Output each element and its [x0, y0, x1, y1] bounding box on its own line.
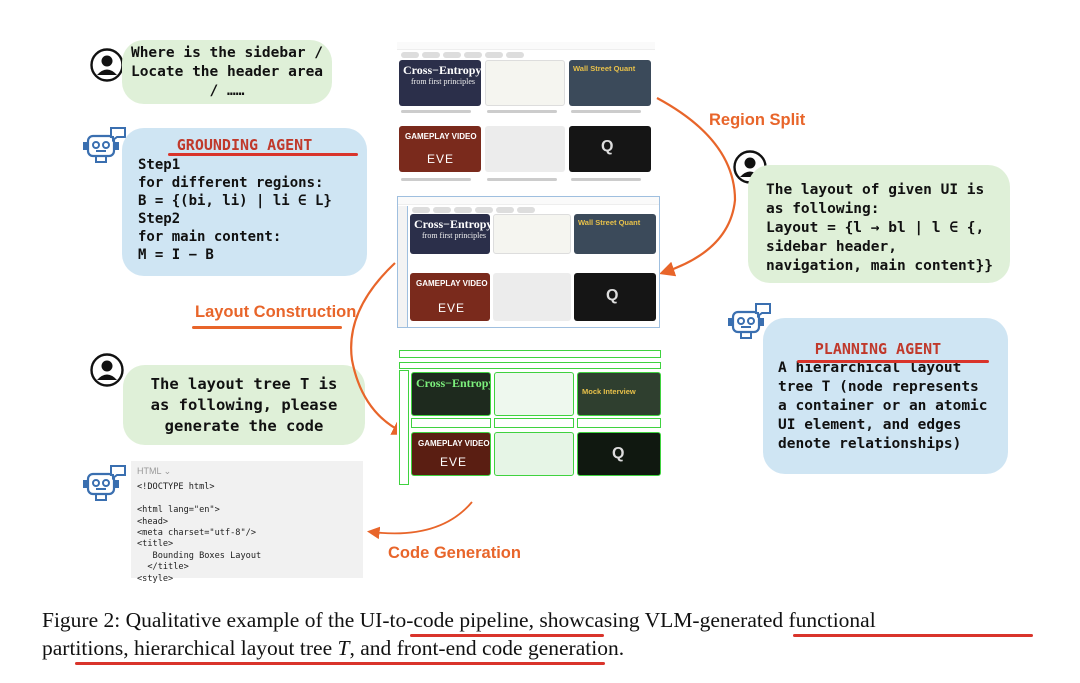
robot-icon	[83, 127, 126, 163]
thumbnail-gameplay: GAMEPLAY VIDEO EVE	[410, 273, 490, 321]
caption-text: partitions, hierarchical layout tree	[42, 636, 338, 660]
caption-text: , showcasing	[528, 608, 645, 632]
query-line: as following, please	[150, 395, 338, 414]
agent-line: M = I − B	[138, 247, 214, 263]
caption-text: Figure 2: Qualitative example of the	[42, 608, 360, 632]
thumbnail-q-chip: Q	[569, 126, 651, 172]
figure-caption: Figure 2: Qualitative example of the UI-…	[42, 606, 1052, 662]
agent-line: Step1	[138, 157, 181, 173]
title-underline	[168, 153, 358, 156]
caption-underline	[410, 634, 604, 637]
caption-text: , and front-end code	[349, 636, 523, 660]
thumbnail-q-chip: Q	[577, 432, 661, 476]
agent-line: denote relationships)	[778, 436, 962, 452]
agent-line: for main content:	[138, 229, 282, 245]
planning-agent-title: PLANNING AGENT	[814, 340, 942, 358]
caption-underline	[75, 662, 605, 665]
code-generation-label: Code Generation	[388, 544, 521, 562]
reply-line: Layout = {l → bl | l ∈ {,	[766, 220, 985, 236]
thumbnail-cross-entropy: Cross−Entropy from first principles	[399, 60, 481, 106]
caption-text: T	[337, 636, 350, 660]
agent-line: tree T (node represents	[778, 379, 979, 395]
grounding-agent-title: GROUNDING AGENT	[176, 136, 313, 154]
agent-line: a container or an atomic	[778, 398, 988, 414]
planning-agent-bubble: PLANNING AGENT A hierarchical layout tre…	[763, 318, 1008, 474]
thumbnail-whiteboard	[493, 273, 571, 321]
user-icon	[90, 353, 124, 387]
code-line: <title>	[137, 539, 174, 550]
code-line	[137, 494, 363, 505]
thumbnail-math	[485, 60, 565, 106]
reply-line: as following:	[766, 201, 880, 217]
layout-construction-label: Layout Construction	[195, 303, 357, 321]
title-underline	[797, 360, 989, 363]
code-line: <!DOCTYPE html>	[137, 482, 215, 493]
caption-text: generation.	[522, 636, 625, 660]
ui-screenshot-original: Cross−Entropy from first principles Wall…	[397, 42, 655, 196]
user-query-bubble: Where is the sidebar / Locate the header…	[122, 40, 332, 104]
thumbnail-cross-entropy: Cross−Entropy	[411, 372, 491, 416]
query-line: Locate the header area	[130, 63, 324, 80]
user-query-bubble: The layout tree T is as following, pleas…	[123, 365, 365, 445]
code-line: <meta charset="utf-8"/>	[137, 528, 256, 539]
thumbnail-math	[493, 214, 571, 254]
robot-icon	[83, 465, 126, 501]
agent-line: for different regions:	[138, 175, 324, 191]
code-line: Bounding Boxes Layout	[137, 550, 262, 561]
thumbnail-whiteboard	[494, 432, 574, 476]
reply-line: navigation, main content}}	[766, 258, 993, 274]
caption-underline	[793, 634, 1033, 637]
thumbnail-wall-street: Wall Street Quant	[574, 214, 656, 254]
thumbnail-gameplay: GAMEPLAY VIDEO EVE	[411, 432, 491, 476]
query-line: / ……	[209, 82, 245, 99]
agent-line: UI element, and edges	[778, 417, 962, 433]
agent-line: B = {(bi, li) | li ∈ L}	[138, 193, 332, 209]
reply-line: sidebar header,	[766, 239, 897, 255]
thumbnail-wall-street: Mock Interview	[577, 372, 661, 416]
query-line: The layout tree T is	[150, 374, 338, 393]
agent-line: A hierarchical layout	[778, 360, 962, 376]
thumbnail-whiteboard	[485, 126, 565, 172]
code-language-label: HTML ⌄	[137, 466, 172, 476]
thumbnail-gameplay: GAMEPLAY VIDEO EVE	[399, 126, 481, 172]
ui-screenshot-region-split: Cross−Entropy from first principles Wall…	[397, 196, 660, 328]
query-line: Where is the sidebar /	[130, 44, 324, 61]
reply-line: The layout of given UI is	[766, 182, 985, 198]
thumbnail-wall-street: Wall Street Quant	[569, 60, 651, 106]
label-underline	[192, 326, 342, 329]
caption-text: UI-to-code pipeline	[359, 608, 529, 632]
robot-icon	[728, 303, 771, 339]
layout-reply-bubble: The layout of given UI is as following: …	[748, 165, 1010, 283]
ui-screenshot-layout-boxes: Cross−Entropy Mock Interview GAMEPLAY VI…	[397, 348, 665, 488]
code-line: </title>	[137, 562, 189, 573]
thumbnail-cross-entropy: Cross−Entropy from first principles	[410, 214, 490, 254]
code-line: <style>	[137, 573, 174, 584]
thumbnail-q-chip: Q	[574, 273, 656, 321]
grounding-agent-bubble: GROUNDING AGENT Step1 for different regi…	[122, 128, 367, 276]
query-line: generate the code	[164, 416, 324, 435]
region-split-label: Region Split	[709, 111, 806, 129]
code-line: <html lang="en">	[137, 505, 220, 516]
user-icon	[90, 48, 124, 82]
agent-line: Step2	[138, 211, 181, 227]
code-line: <head>	[137, 516, 169, 527]
thumbnail-math	[494, 372, 574, 416]
code-snippet: HTML ⌄ <!DOCTYPE html> <html lang="en"> …	[131, 461, 363, 584]
caption-text: VLM-generated functional	[644, 608, 876, 632]
